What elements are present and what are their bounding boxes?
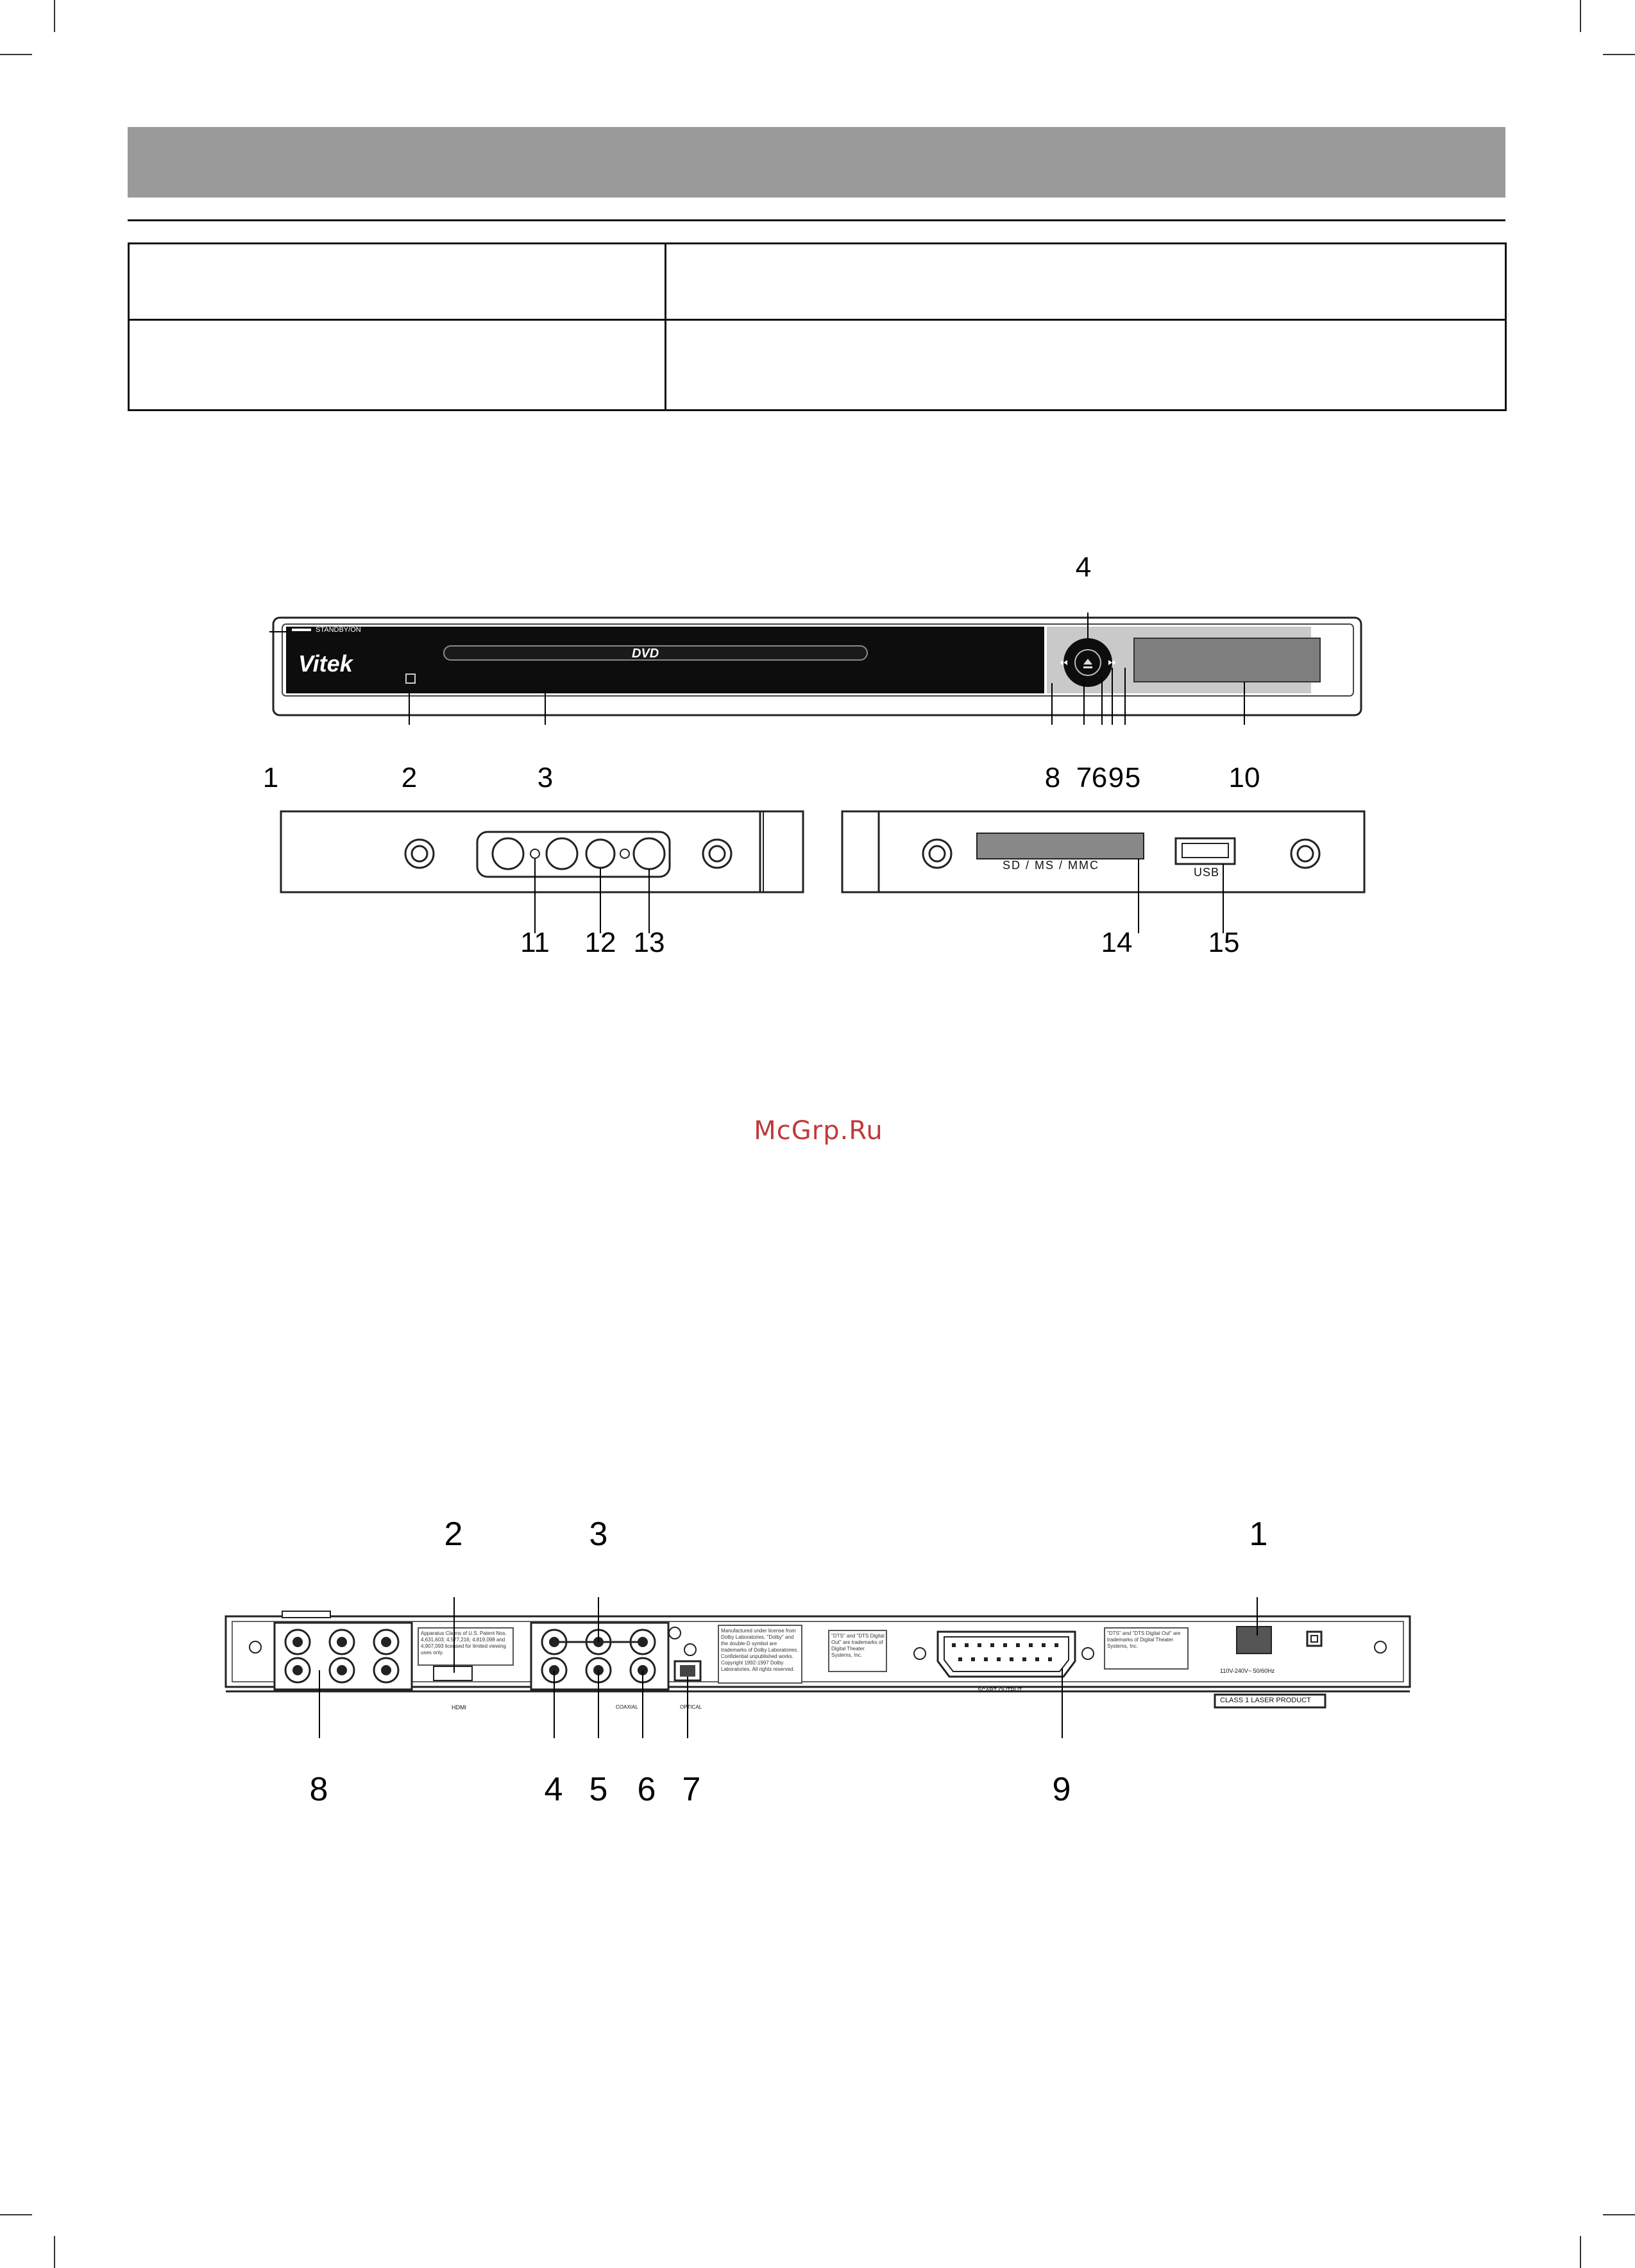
next-button[interactable] bbox=[1107, 656, 1119, 670]
rear-callout-9: 9 bbox=[1052, 1771, 1071, 1808]
eject-button[interactable] bbox=[1075, 650, 1101, 675]
section-header-bar bbox=[128, 127, 1505, 198]
optical-port[interactable] bbox=[675, 1661, 700, 1680]
standby-label bbox=[301, 627, 359, 638]
crop-mark bbox=[0, 54, 32, 55]
rear-callout-1: 1 bbox=[1249, 1516, 1268, 1553]
table-cell bbox=[128, 319, 666, 411]
callout-5: 5 bbox=[1124, 762, 1141, 793]
callout-1: 1 bbox=[262, 762, 279, 793]
table-cell bbox=[665, 242, 1507, 321]
crop-mark bbox=[0, 2214, 32, 2215]
standby-button-label: STANDBY/ON bbox=[316, 626, 361, 634]
rear-callout-2: 2 bbox=[444, 1516, 463, 1553]
callout-6: 6 bbox=[1091, 762, 1108, 793]
callout-15: 15 bbox=[1208, 927, 1240, 958]
standby-button[interactable] bbox=[292, 629, 311, 631]
crop-mark bbox=[54, 0, 55, 32]
callout-2: 2 bbox=[401, 762, 418, 793]
hdmi-label: HDMI bbox=[452, 1704, 466, 1711]
left-side-panel-diagram bbox=[280, 810, 804, 933]
table-row bbox=[128, 319, 1507, 411]
crop-mark bbox=[54, 2236, 55, 2268]
optical-label: OPTICAL bbox=[680, 1704, 702, 1710]
rear-callout-4: 4 bbox=[544, 1771, 563, 1808]
brand-logo: Vitek bbox=[298, 650, 353, 677]
scart-label: SCART OUTPUT bbox=[978, 1687, 1022, 1693]
callout-14: 14 bbox=[1101, 927, 1133, 958]
crop-mark bbox=[1580, 0, 1581, 32]
callout-12: 12 bbox=[584, 927, 616, 958]
card-slot[interactable] bbox=[977, 833, 1144, 859]
power-inlet[interactable] bbox=[1237, 1627, 1271, 1654]
card-slot-label: SD / MS / MMC bbox=[1003, 859, 1099, 872]
crop-mark bbox=[1603, 54, 1635, 55]
dvd-logo: DVD bbox=[632, 647, 659, 661]
rear-callout-6: 6 bbox=[637, 1771, 656, 1808]
ir-sensor bbox=[405, 673, 416, 684]
table-cell bbox=[665, 319, 1507, 411]
usb-port[interactable] bbox=[1176, 838, 1235, 864]
coaxial-label: COAXIAL bbox=[616, 1704, 638, 1710]
rear-callout-3: 3 bbox=[589, 1516, 608, 1553]
spec-table bbox=[128, 242, 1507, 411]
hdmi-port[interactable] bbox=[434, 1666, 472, 1680]
display-window bbox=[1134, 638, 1320, 682]
dts-notice-2: "DTS" and "DTS Digital Out" are trademar… bbox=[1107, 1630, 1181, 1649]
front-panel-diagram bbox=[269, 613, 1362, 725]
prev-button[interactable] bbox=[1057, 656, 1069, 670]
laser-class-label: CLASS 1 LASER PRODUCT bbox=[1220, 1697, 1311, 1704]
usb-label: USB bbox=[1194, 866, 1220, 879]
crop-mark bbox=[1603, 2214, 1635, 2215]
callout-13: 13 bbox=[633, 927, 665, 958]
section-divider bbox=[128, 219, 1505, 221]
rear-callout-7: 7 bbox=[682, 1771, 701, 1808]
callout-10: 10 bbox=[1228, 762, 1260, 793]
scart-port[interactable] bbox=[938, 1632, 1075, 1677]
callout-3: 3 bbox=[537, 762, 554, 793]
table-row bbox=[128, 242, 1507, 321]
callout-4: 4 bbox=[1075, 552, 1092, 583]
callout-7: 7 bbox=[1076, 762, 1092, 793]
callout-11: 11 bbox=[520, 927, 550, 958]
dts-notice: "DTS" and "DTS Digital Out" are trademar… bbox=[831, 1633, 885, 1658]
callout-8: 8 bbox=[1044, 762, 1061, 793]
callout-9: 9 bbox=[1108, 762, 1124, 793]
rear-callout-8: 8 bbox=[309, 1771, 328, 1808]
patent-notice: Apparatus Claims of U.S. Patent Nos. 4,6… bbox=[421, 1630, 507, 1655]
table-cell bbox=[128, 242, 666, 321]
right-side-panel-diagram bbox=[841, 810, 1366, 933]
power-rating-label: 110V-240V~ 50/60Hz bbox=[1220, 1668, 1275, 1674]
rear-callout-5: 5 bbox=[589, 1771, 608, 1808]
dolby-notice: Manufactured under license from Dolby La… bbox=[721, 1628, 799, 1672]
watermark: McGrp.Ru bbox=[754, 1116, 883, 1146]
crop-mark bbox=[1580, 2236, 1581, 2268]
rear-panel-diagram bbox=[224, 1597, 1411, 1738]
